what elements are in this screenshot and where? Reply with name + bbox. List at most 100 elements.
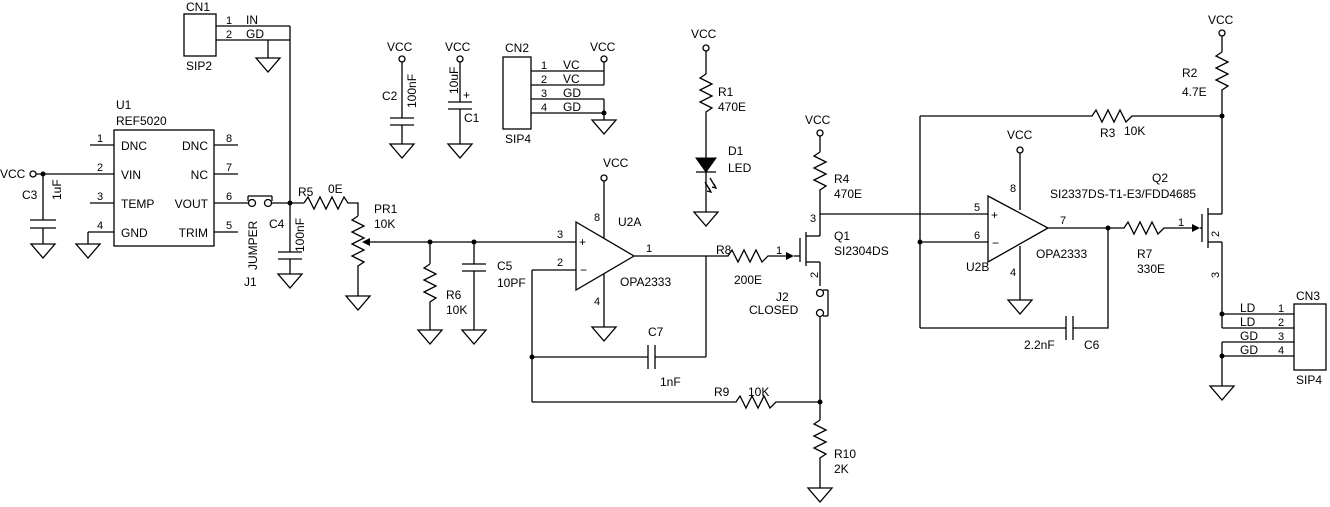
r10-ref: R10 — [834, 447, 856, 461]
ground-symbol — [29, 243, 57, 259]
resistor-r6: R6 10K — [416, 239, 467, 345]
vcc-label: VCC — [691, 27, 717, 41]
j1-value: JUMPER — [246, 220, 260, 270]
d1-value: LED — [728, 161, 752, 175]
r1-ref: R1 — [718, 85, 734, 99]
cn3-net3: GD — [1240, 329, 1258, 343]
capacitor-c2: VCC C2 100nF — [382, 40, 419, 159]
resistor-r5: R5 0E — [298, 182, 359, 216]
capacitor-c5: C5 10PF — [430, 239, 566, 345]
capacitor-c6: 2.2nF C6 — [920, 225, 1111, 352]
cn2-pin4: 4 — [541, 102, 547, 114]
r8-ref: R8 — [716, 243, 732, 257]
u1-pin3-name: TEMP — [121, 197, 154, 211]
ground-symbol — [254, 57, 282, 73]
q1-pin3: 3 — [810, 213, 816, 225]
plus-sign: + — [991, 208, 998, 222]
u2a-ref: U2A — [618, 215, 641, 229]
u2a-pin-minus: 2 — [557, 257, 563, 269]
vcc-label: VCC — [590, 40, 616, 54]
r5-value: 0E — [328, 182, 343, 196]
u1-ref: U1 — [116, 98, 132, 112]
led-d1: D1 LED — [692, 144, 752, 227]
mosfet-q1: 3 2 Q1 SI2304DS — [794, 213, 988, 286]
u1-pin7-num: 7 — [226, 162, 232, 174]
minus-sign: − — [580, 263, 587, 277]
cn2-net1: VC — [563, 58, 580, 72]
cn1-pin2: 2 — [226, 29, 232, 41]
u1-pin1-num: 1 — [97, 133, 103, 145]
r10-value: 2K — [834, 462, 849, 476]
cn2-pin3: 3 — [541, 88, 547, 100]
u1-pin8-name: DNC — [182, 139, 208, 153]
u2a-pin-out: 1 — [646, 243, 652, 255]
c5-value: 10PF — [497, 276, 526, 290]
q2-pin3: 3 — [1210, 272, 1222, 278]
q1-pin2: 2 — [809, 272, 821, 278]
cn2-net3: GD — [563, 86, 581, 100]
ground-symbol — [416, 329, 444, 345]
cn3-pin2: 2 — [1278, 317, 1284, 329]
cn2-net2: VC — [563, 72, 580, 86]
r4-value: 470E — [834, 187, 862, 201]
resistor-r7: R7 330E 1 — [1048, 217, 1200, 276]
c3-ref: C3 — [22, 188, 38, 202]
u2a-pin-plus: 3 — [557, 229, 563, 241]
capacitor-c4: C4 100nF — [269, 200, 307, 289]
u1-pin5-num: 5 — [226, 220, 232, 232]
d1-ref: D1 — [728, 144, 744, 158]
capacitor-c3: C3 1uF — [22, 174, 64, 259]
r6-ref: R6 — [446, 288, 462, 302]
resistor-r9: R9 10K — [532, 385, 820, 410]
u2b-ref: U2B — [966, 260, 989, 274]
c4-value: 100nF — [293, 218, 307, 252]
c7-value: 1nF — [660, 375, 681, 389]
capacitor-c7: C7 1nF — [529, 256, 707, 402]
u1-pin2-name: VIN — [121, 168, 141, 182]
resistor-r2: VCC R2 4.7E — [1182, 13, 1234, 214]
q2-value: SI2337DS-T1-E3/FDD4685 — [1050, 187, 1196, 201]
ground-symbol — [388, 143, 416, 159]
ground-symbol — [460, 329, 488, 345]
c6-value: 2.2nF — [1024, 338, 1055, 352]
vcc-label: VCC — [0, 167, 26, 181]
u2b-pin-out: 7 — [1060, 215, 1066, 227]
u1-pin4-name: GND — [121, 226, 148, 240]
r6-value: 10K — [446, 303, 467, 317]
u1-pin1-name: DNC — [121, 139, 147, 153]
vcc-label: VCC — [805, 113, 831, 127]
ground-symbol — [806, 487, 834, 503]
u2a-pin-gnd: 4 — [594, 296, 600, 308]
connector-cn1: CN1 SIP2 1 2 IN GD — [183, 0, 291, 202]
r7-ref: R7 — [1137, 247, 1153, 261]
j2-ref: J2 — [776, 290, 789, 304]
resistor-r3: R3 10K — [917, 108, 1225, 328]
cn2-pin2: 2 — [541, 74, 547, 86]
r2-value: 4.7E — [1182, 85, 1207, 99]
cn3-net4: GD — [1240, 343, 1258, 357]
cn2-pin1: 1 — [541, 60, 547, 72]
minus-sign: − — [992, 236, 999, 250]
u2b-pin-minus: 6 — [974, 230, 980, 242]
c1-ref: C1 — [464, 111, 480, 125]
c1-value: 10uF — [447, 67, 461, 94]
cn3-pin1: 1 — [1278, 303, 1284, 315]
ground-symbol — [590, 119, 618, 135]
vcc-label: VCC — [445, 40, 471, 54]
cn1-net1: IN — [246, 13, 258, 27]
ground-symbol — [276, 273, 304, 289]
resistor-r10: R10 2K — [806, 399, 856, 503]
j1-ref: J1 — [244, 275, 257, 289]
c2-ref: C2 — [382, 89, 398, 103]
u1-pin8-num: 8 — [226, 133, 232, 145]
cn3-net2: LD — [1240, 315, 1256, 329]
c6-ref: C6 — [1084, 338, 1100, 352]
q2-pin1: 1 — [1178, 217, 1184, 229]
vcc-label: VCC — [1208, 13, 1234, 27]
r9-ref: R9 — [714, 385, 730, 399]
ground-symbol — [590, 326, 618, 342]
ground-symbol — [1006, 299, 1034, 315]
opamp-u2b: + − VCC 5 6 7 8 4 U2B OPA2333 — [920, 128, 1087, 315]
ic-u1: U1 REF5020 1 2 3 4 DNC VIN TEMP GND 8 7 … — [36, 98, 248, 259]
u2b-type: OPA2333 — [1036, 247, 1087, 261]
